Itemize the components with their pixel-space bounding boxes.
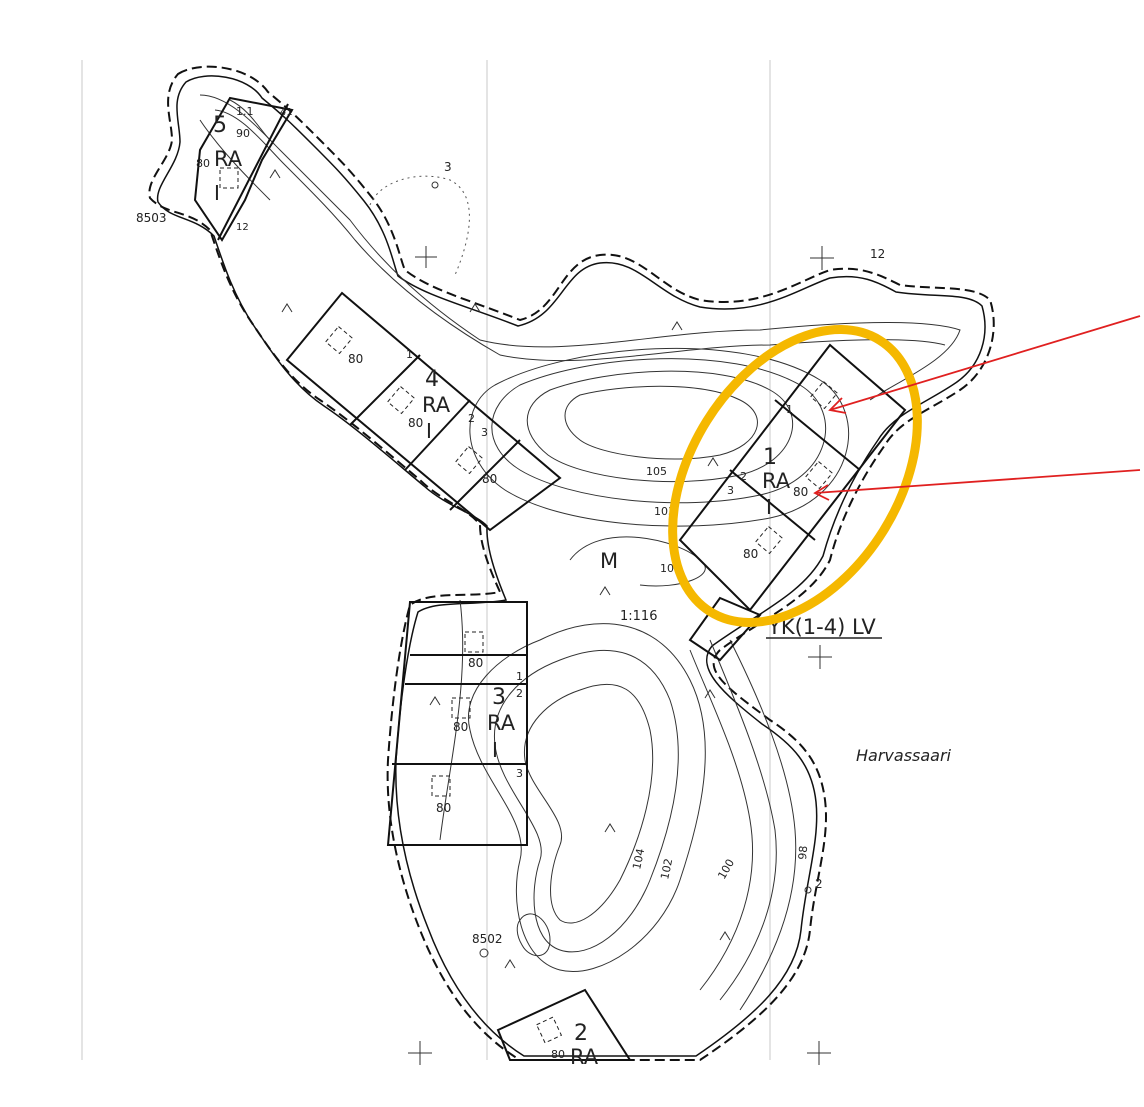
plot4-part-3: 3 [481,426,488,439]
code-8502: 8502 [472,932,503,946]
contour-100: 100 [715,857,737,882]
contour-102: 102 [658,857,675,880]
contour-105: 105 [646,465,667,478]
plot3-number: 3 [492,685,506,710]
shoreline [148,65,995,1061]
label-1-1: 1.1 [236,105,254,118]
contour-104: 104 [630,847,647,870]
arrow-lower [814,469,1141,494]
plot3-size-c: 80 [436,801,451,815]
building-sites [219,167,839,1044]
plot2-code: RA [570,1045,599,1069]
plot4-part-2: 2 [468,412,475,425]
place-name: Harvassaari [856,746,952,765]
contour-lines [199,94,961,1011]
plot3-part-3: 3 [516,767,523,780]
common-area-code: M [600,549,618,573]
plot-boundaries [193,96,907,1061]
plot1-size-a: 80 [793,485,808,499]
plot3-size-a: 80 [468,656,483,670]
plot1-part-1: 1 [786,403,793,416]
code-8503: 8503 [136,211,167,225]
plot1-part-2: 2 [740,470,747,483]
plot1-part-3: 3 [727,484,734,497]
plot1-size-b: 80 [743,547,758,561]
label-12b: 12 [236,222,249,233]
plot3-part-2: 2 [516,687,523,700]
highlight-ellipse [668,325,922,627]
plot5-boundary [193,96,294,242]
plot4-size-a: 80 [348,352,363,366]
plot4-number: 4 [425,367,439,392]
rock-symbols [269,169,731,969]
map-labels: 5 RA I 80 1.1 90 41 12 8503 3 12 4 RA I … [136,105,952,1069]
contour-10: 10 [660,562,674,575]
plot4-code: RA [422,393,451,417]
contour-98: 98 [796,845,810,860]
arrow-lower-head [813,484,830,501]
plot1-number: 1 [763,445,777,470]
plot5-number: 5 [213,113,227,138]
plot5-size: 80 [196,157,210,170]
plot5-code: RA [214,147,243,171]
highlight-arrows [813,315,1141,501]
code-1-116: 1:116 [620,609,657,624]
arrow-upper [829,315,1141,411]
shared-zone-boundary [688,596,762,662]
shoreline-outer [148,65,995,1061]
plot3-roman: I [492,738,498,762]
plot1-roman: I [766,495,772,519]
plot4-part-1: 1 [406,348,413,361]
plot3-part-1: 1 [516,670,523,683]
code-12: 12 [870,247,885,261]
plot3-size-b: 80 [453,720,468,734]
label-90: 90 [236,127,250,140]
plot2-number: 2 [574,1021,588,1046]
plot4-size-c: 80 [482,472,497,486]
label-41: 41 [280,107,293,118]
plot4-boundary [285,291,562,532]
plot4-roman: I [426,419,432,443]
plot2-boundary [496,988,632,1061]
code-3: 3 [444,160,452,174]
plot1-boundary [678,343,907,612]
plot3-code: RA [487,711,516,735]
shoreline-inner [156,75,986,1057]
plot4-size-b: 80 [408,416,423,430]
grid-crosses [408,246,834,1065]
plot1-code: RA [762,469,791,493]
arrow-upper-head [828,397,847,414]
plot2-size: 80 [551,1048,565,1061]
code-2: 2 [815,877,823,891]
plot5-roman: I [214,181,220,205]
grid-lines [81,60,771,1060]
